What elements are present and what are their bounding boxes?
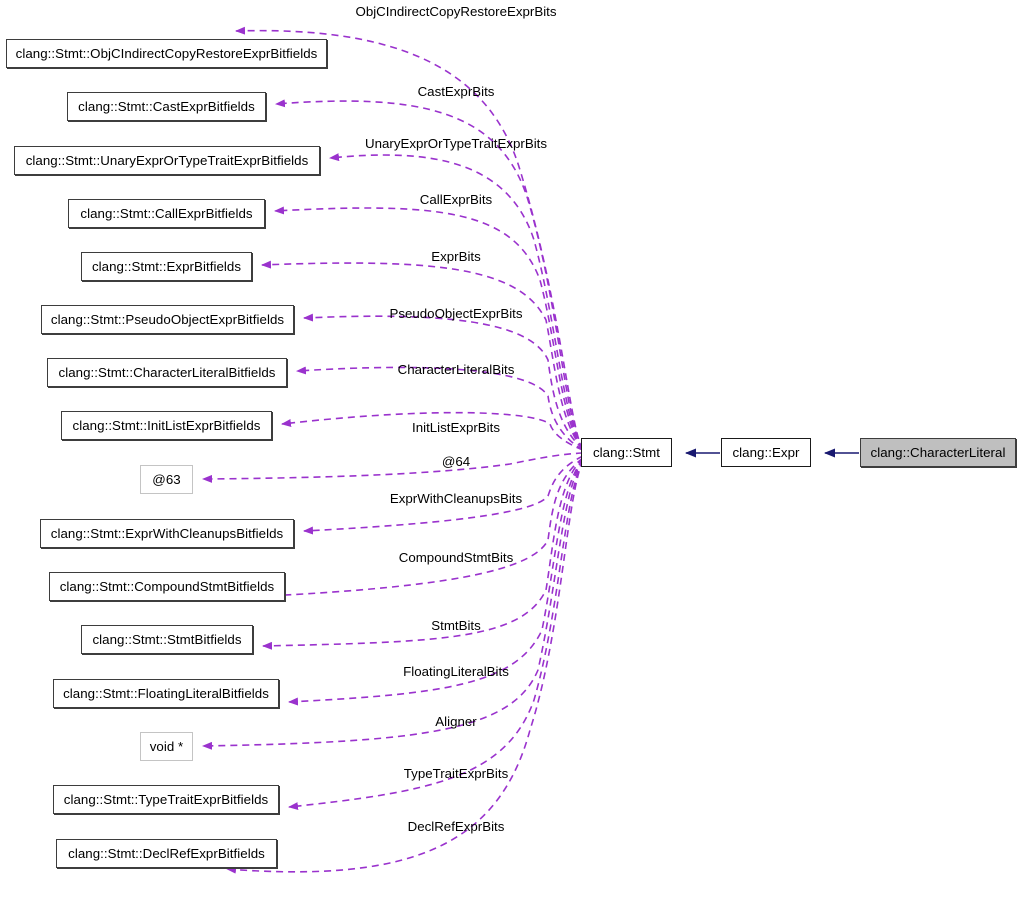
node-void-pointer[interactable]: void * xyxy=(140,732,193,761)
edge-label-floating-literal-bits: FloatingLiteralBits xyxy=(403,664,509,679)
edge-expr xyxy=(261,260,584,450)
edge-floatlit xyxy=(288,458,584,706)
node-call-expr-bitfields[interactable]: clang::Stmt::CallExprBitfields xyxy=(68,199,265,228)
node-character-literal-bitfields[interactable]: clang::Stmt::CharacterLiteralBitfields xyxy=(47,358,287,387)
node-type-trait-expr-bitfields[interactable]: clang::Stmt::TypeTraitExprBitfields xyxy=(53,785,279,814)
usage-edges xyxy=(202,26,584,874)
edge-stmtbits xyxy=(262,457,584,650)
node-compound-stmt-bitfields[interactable]: clang::Stmt::CompoundStmtBitfields xyxy=(49,572,285,601)
node-anon-63[interactable]: @63 xyxy=(140,465,193,494)
node-stmt-bitfields[interactable]: clang::Stmt::StmtBitfields xyxy=(81,625,253,654)
edge-typetrait xyxy=(288,459,584,811)
node-expr-with-cleanups-bitfields[interactable]: clang::Stmt::ExprWithCleanupsBitfields xyxy=(40,519,294,548)
edge-label-aligner: Aligner xyxy=(435,714,477,729)
edge-label-character-literal-bits: CharacterLiteralBits xyxy=(397,362,515,377)
edge-exprcleanups xyxy=(303,455,584,535)
node-floating-literal-bitfields[interactable]: clang::Stmt::FloatingLiteralBitfields xyxy=(53,679,279,708)
edge-label-type-trait-expr-bits: TypeTraitExprBits xyxy=(403,766,509,781)
edge-pseudo xyxy=(303,313,584,450)
edge-label-objc-indirect-copy-restore-expr-bits: ObjCIndirectCopyRestoreExprBits xyxy=(355,4,557,19)
edge-objc xyxy=(235,26,584,451)
edge-charlit xyxy=(296,366,584,451)
node-expr-bitfields[interactable]: clang::Stmt::ExprBitfields xyxy=(81,252,252,281)
node-clang-character-literal[interactable]: clang::CharacterLiteral xyxy=(860,438,1016,467)
edge-label-decl-ref-expr-bits: DeclRefExprBits xyxy=(407,819,505,834)
edge-label-call-expr-bits: CallExprBits xyxy=(419,192,493,207)
edge-label-stmt-bits: StmtBits xyxy=(431,618,481,633)
edge-compound xyxy=(246,457,584,601)
edge-label-init-list-expr-bits: InitListExprBits xyxy=(412,420,500,435)
edge-at63 xyxy=(202,452,584,483)
edge-aligner xyxy=(202,458,584,750)
node-pseudo-object-expr-bitfields[interactable]: clang::Stmt::PseudoObjectExprBitfields xyxy=(41,305,294,334)
edge-label-cast-expr-bits: CastExprBits xyxy=(417,84,495,99)
edge-unary xyxy=(329,153,584,450)
edge-initlist xyxy=(281,411,584,451)
edge-label-pseudo-object-expr-bits: PseudoObjectExprBits xyxy=(389,306,523,321)
node-decl-ref-expr-bitfields[interactable]: clang::Stmt::DeclRefExprBitfields xyxy=(56,839,277,868)
edge-label-expr-with-cleanups-bits: ExprWithCleanupsBits xyxy=(389,491,523,506)
edge-label-unary-expr-or-type-trait-expr-bits: UnaryExprOrTypeTraitExprBits xyxy=(364,136,548,151)
node-clang-stmt[interactable]: clang::Stmt xyxy=(581,438,672,467)
edge-label-compound-stmt-bits: CompoundStmtBits xyxy=(398,550,514,565)
node-objc-indirect-copy-restore-expr-bitfields[interactable]: clang::Stmt::ObjCIndirectCopyRestoreExpr… xyxy=(6,39,327,68)
node-unary-expr-or-type-trait-expr-bitfields[interactable]: clang::Stmt::UnaryExprOrTypeTraitExprBit… xyxy=(14,146,320,175)
node-clang-expr[interactable]: clang::Expr xyxy=(721,438,811,467)
edge-label-expr-bits: ExprBits xyxy=(431,249,481,264)
edge-label-anon-64: @64 xyxy=(441,454,471,469)
edge-call xyxy=(274,206,584,450)
node-init-list-expr-bitfields[interactable]: clang::Stmt::InitListExprBitfields xyxy=(61,411,272,440)
node-cast-expr-bitfields[interactable]: clang::Stmt::CastExprBitfields xyxy=(67,92,266,121)
edge-cast xyxy=(275,99,584,450)
